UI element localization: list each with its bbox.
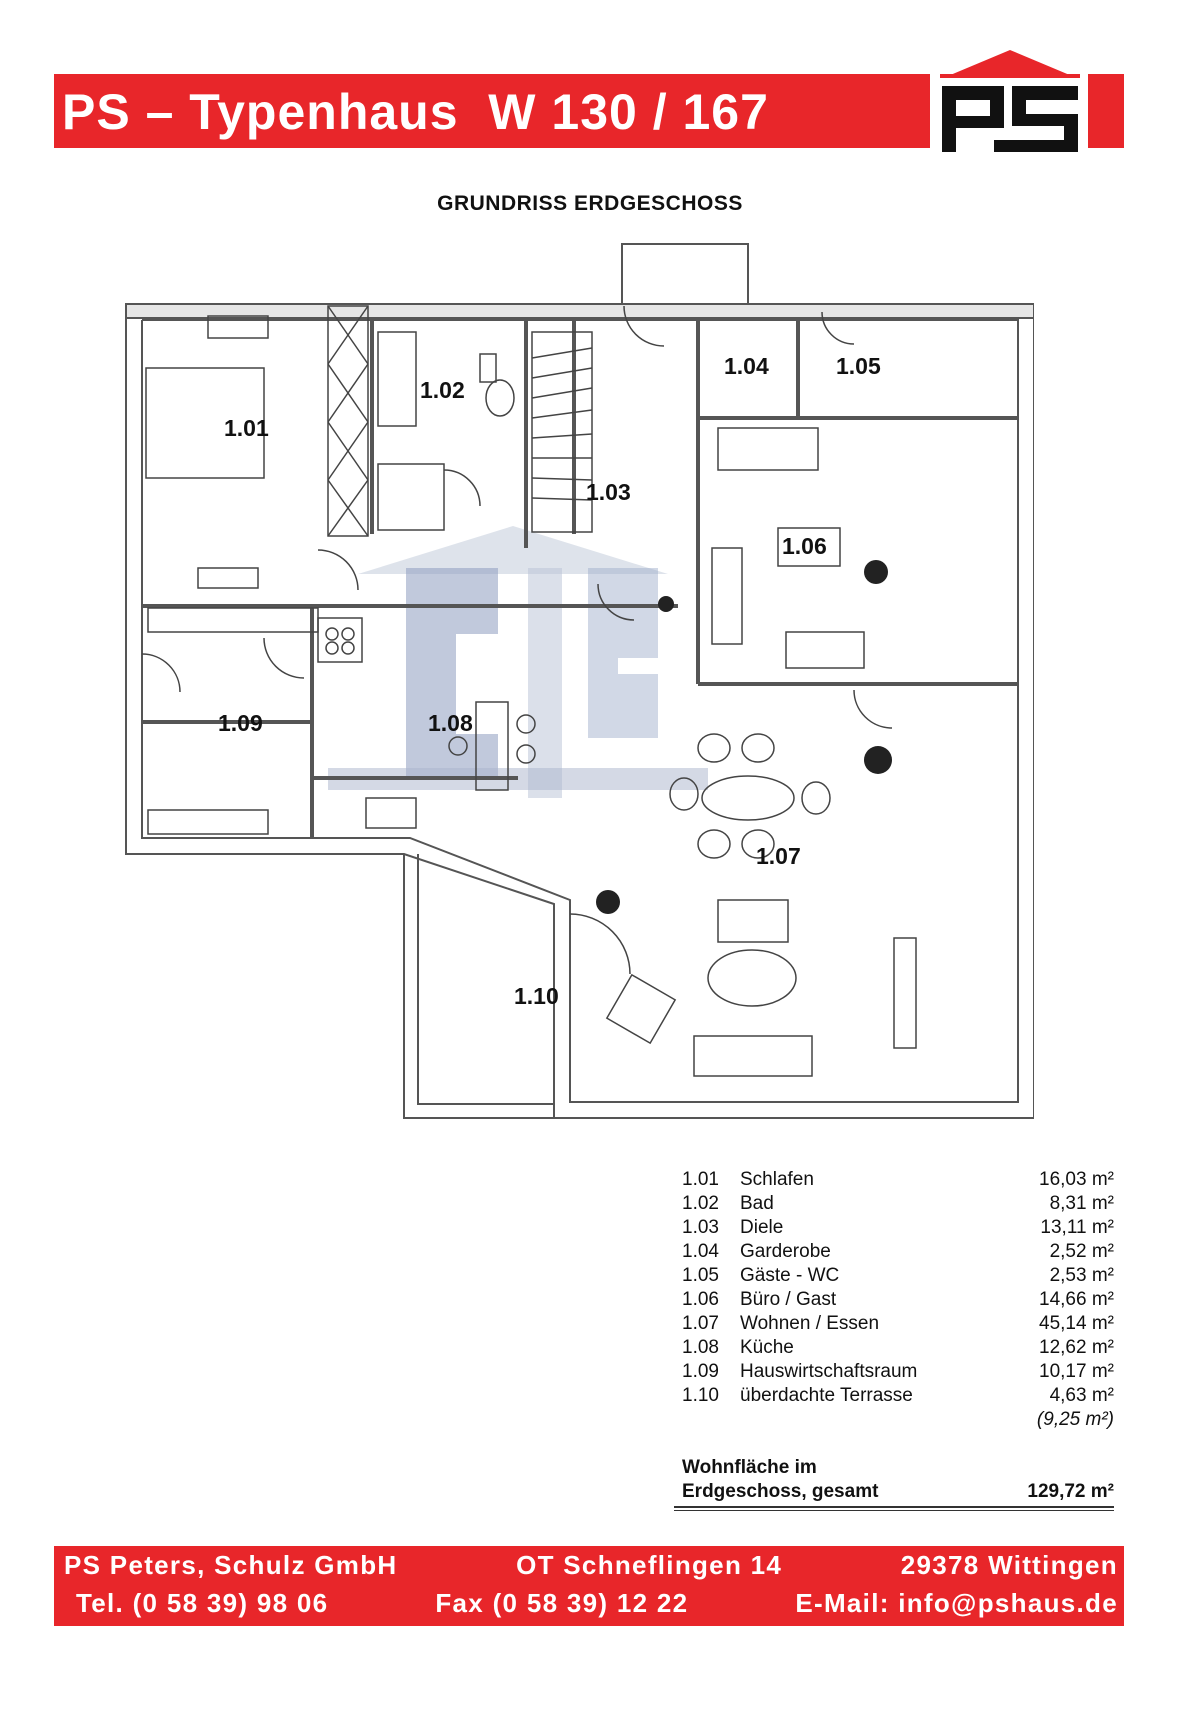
room-area: 4,63 m² <box>1049 1385 1114 1406</box>
table-row: 1.02 Bad 8,31 m² <box>682 1192 1114 1216</box>
table-row: 1.07 Wohnen / Essen 45,14 m² <box>682 1312 1114 1336</box>
room-number: 1.09 <box>682 1361 719 1382</box>
sofa <box>693 1035 813 1077</box>
coffee-table <box>707 949 797 1007</box>
total-underline <box>674 1506 1114 1508</box>
room-label-1-06: 1.06 <box>782 533 827 559</box>
room-area: 8,31 m² <box>1049 1193 1114 1214</box>
room-name: Gäste - WC <box>740 1265 840 1286</box>
room-label-1-03: 1.03 <box>586 479 631 505</box>
logo-text: ps <box>934 46 936 47</box>
company-fax: Fax (0 58 39) 12 22 <box>435 1588 689 1618</box>
room-number: 1.07 <box>682 1313 719 1334</box>
dining-table <box>701 775 795 821</box>
house-watermark <box>328 526 738 798</box>
total-area-block: Wohnfläche im Erdgeschoss, gesamt 129,72… <box>682 1456 1114 1504</box>
room-label-1-07: 1.07 <box>756 843 801 869</box>
table-row: 1.01 Schlafen 16,03 m² <box>682 1168 1114 1192</box>
room-label-1-04: 1.04 <box>724 353 769 379</box>
table-row: 1.05 Gäste - WC 2,53 m² <box>682 1264 1114 1288</box>
sofa-chair <box>717 899 789 943</box>
room-name: überdachte Terrasse <box>740 1385 913 1406</box>
room-number: 1.05 <box>682 1265 719 1286</box>
room-area: 10,17 m² <box>1039 1361 1114 1382</box>
room-area: 2,52 m² <box>1049 1241 1114 1262</box>
room-number: 1.08 <box>682 1337 719 1358</box>
room-name: Diele <box>740 1217 784 1238</box>
room-number: 1.10 <box>682 1385 719 1406</box>
room-area: 13,11 m² <box>1040 1217 1114 1238</box>
header-accent-bar <box>1088 74 1124 148</box>
floor-plan-title: GRUNDRISS ERDGESCHOSS <box>437 192 743 215</box>
total-label-line1: Wohnfläche im <box>682 1457 817 1478</box>
company-city: 29378 Wittingen <box>900 1550 1118 1580</box>
room-name: Garderobe <box>740 1241 831 1262</box>
room-name: Bad <box>740 1193 774 1214</box>
table-row: 1.09 Hauswirtschaftsraum 10,17 m² <box>682 1360 1114 1384</box>
room-name: Hauswirtschaftsraum <box>740 1361 918 1382</box>
staircase <box>531 331 593 533</box>
room-area-table: 1.01 Schlafen 16,03 m² 1.02 Bad 8,31 m² 1.03… <box>682 1168 1114 1432</box>
total-area-value: 129,72 m² <box>1027 1481 1114 1502</box>
room-area: 2,53 m² <box>1049 1265 1114 1286</box>
bed <box>145 367 265 479</box>
terrace-full-area: (9,25 m²) <box>1036 1409 1114 1430</box>
room-label-1-02: 1.02 <box>420 377 465 403</box>
table-row: 1.10 überdachte Terrasse 4,63 m² <box>682 1384 1114 1408</box>
table-row: 1.08 Küche 12,62 m² <box>682 1336 1114 1360</box>
door-swings <box>141 305 893 975</box>
room-number: 1.03 <box>682 1217 719 1238</box>
room-name: Wohnen / Essen <box>740 1313 880 1334</box>
room-number: 1.04 <box>682 1241 719 1262</box>
room-number: 1.06 <box>682 1289 719 1310</box>
room-label-1-08: 1.08 <box>428 710 473 736</box>
header-bar <box>54 74 930 148</box>
room-number: 1.02 <box>682 1193 719 1214</box>
shower <box>377 463 445 531</box>
company-email: E-Mail: info@pshaus.de <box>795 1588 1118 1618</box>
room-area: 16,03 m² <box>1039 1169 1114 1190</box>
room-number: 1.01 <box>682 1169 719 1190</box>
company-name: PS Peters, Schulz GmbH <box>64 1550 398 1580</box>
total-underline-thin <box>674 1510 1114 1511</box>
table-row: 1.06 Büro / Gast 14,66 m² <box>682 1288 1114 1312</box>
furniture <box>145 305 917 1077</box>
room-label-1-01: 1.01 <box>224 415 269 441</box>
page-title: PS – Typenhaus W 130 / 167 <box>62 84 769 140</box>
footer-contact-bar: PS Peters, Schulz GmbH OT Schneflingen 1… <box>54 1546 1124 1626</box>
table-row: 1.03 Diele 13,11 m² <box>682 1216 1114 1240</box>
room-label-1-10: 1.10 <box>514 983 559 1009</box>
floor-plan: 1.01 1.02 1.03 1.04 1.05 1.06 1.07 1.08 … <box>125 243 1034 1119</box>
ps-logo: ps <box>934 46 1080 152</box>
room-area: 12,62 m² <box>1039 1337 1114 1358</box>
room-label-1-05: 1.05 <box>836 353 881 379</box>
room-area: 45,14 m² <box>1039 1313 1114 1334</box>
company-address: OT Schneflingen 14 <box>516 1550 783 1580</box>
room-name: Küche <box>740 1337 794 1358</box>
room-name: Schlafen <box>740 1169 814 1190</box>
bathtub <box>377 331 417 427</box>
room-name: Büro / Gast <box>740 1289 837 1310</box>
plant-icons <box>596 560 892 914</box>
table-row: 1.04 Garderobe 2,52 m² <box>682 1240 1114 1264</box>
room-area: 14,66 m² <box>1039 1289 1114 1310</box>
company-phone: Tel. (0 58 39) 98 06 <box>76 1588 329 1618</box>
walls <box>125 243 1034 1119</box>
interior-walls <box>142 320 1018 838</box>
total-label-line2: Erdgeschoss, gesamt <box>682 1481 879 1502</box>
room-label-1-09: 1.09 <box>218 710 263 736</box>
